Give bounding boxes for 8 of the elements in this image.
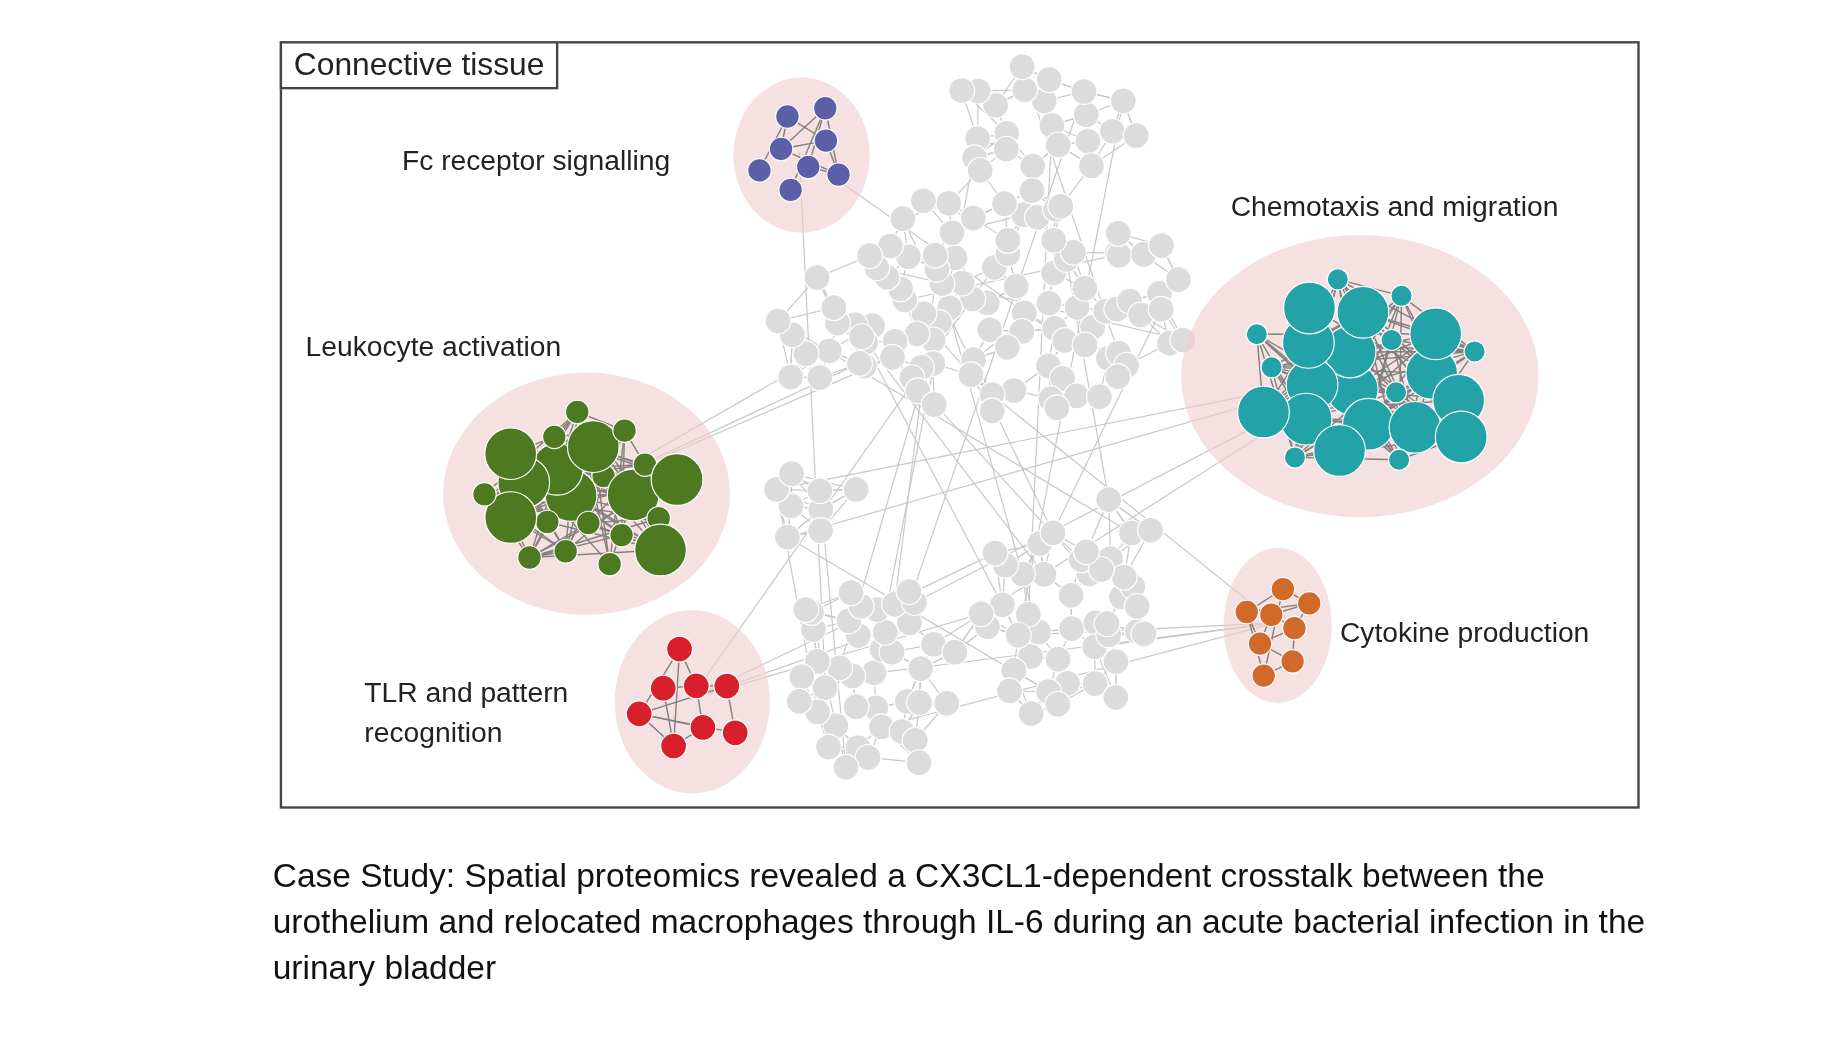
panel-frame (279, 41, 1640, 809)
cluster-label: TLR and pattern recognition (364, 674, 570, 750)
cluster-label: Chemotaxis and migration (1230, 189, 1560, 225)
cluster-label: Cytokine production (1339, 614, 1591, 650)
panel-title: Connective tissue (279, 41, 559, 90)
caption: Case Study: Spatial proteomics revealed a CX3CL1-dependent crosstalk between the urothelium and relocated macrophages through IL-6 during an acute bacterial infection in the urinary bladder (272, 855, 1647, 989)
cluster-label: Fc receptor signalling (402, 143, 672, 179)
cluster-label: Leukocyte activation (305, 329, 563, 364)
